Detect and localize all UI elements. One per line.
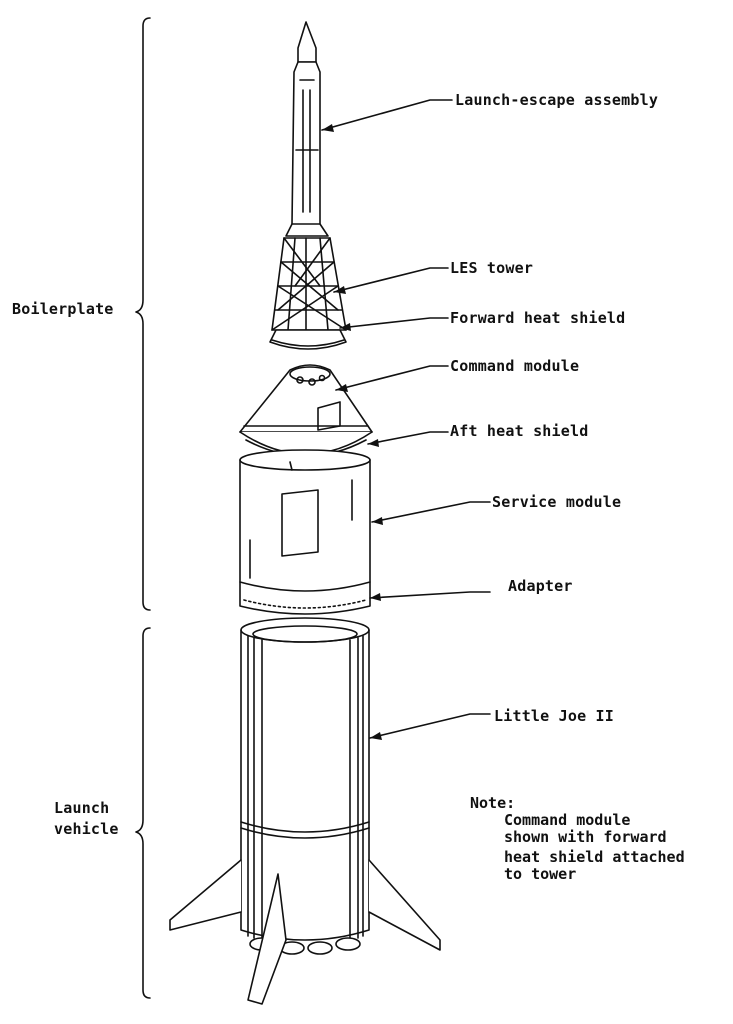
adapter — [239, 581, 371, 615]
service-module-label: Service module — [492, 493, 622, 511]
adapter-label: Adapter — [508, 577, 573, 595]
launch-escape-assembly — [285, 21, 329, 237]
command-module-label: Command module — [450, 357, 580, 375]
aft-heat-shield — [239, 431, 373, 457]
boilerplate-label: Boilerplate — [12, 300, 114, 318]
leader-lines — [321, 99, 491, 739]
command-module — [239, 364, 373, 433]
note-block: Note: Command module shown with forward … — [470, 795, 685, 883]
launch-vehicle-label-line2: vehicle — [54, 820, 119, 838]
note-line-1: Command module — [504, 811, 631, 829]
little-joe-ii-label: Little Joe II — [494, 707, 614, 725]
launch-vehicle-label-line1: Launch — [54, 799, 110, 817]
les-tower — [271, 237, 347, 331]
note-line-2: shown with forward — [504, 828, 667, 846]
boilerplate-bracket — [135, 17, 151, 611]
little-joe-ii — [240, 617, 370, 955]
note-line-3: heat shield attached — [504, 848, 685, 866]
note-line-4: to tower — [504, 865, 577, 883]
note-title: Note: — [470, 794, 516, 812]
les-tower-label: LES tower — [450, 259, 534, 277]
aft-heat-shield-label: Aft heat shield — [450, 422, 589, 440]
launch-vehicle-bracket — [135, 627, 151, 999]
forward-heat-shield-label: Forward heat shield — [450, 309, 626, 327]
launch-escape-assembly-label: Launch-escape assembly — [455, 91, 659, 109]
forward-heat-shield — [269, 329, 347, 350]
booster-fins — [169, 859, 441, 1005]
service-module — [239, 449, 371, 592]
